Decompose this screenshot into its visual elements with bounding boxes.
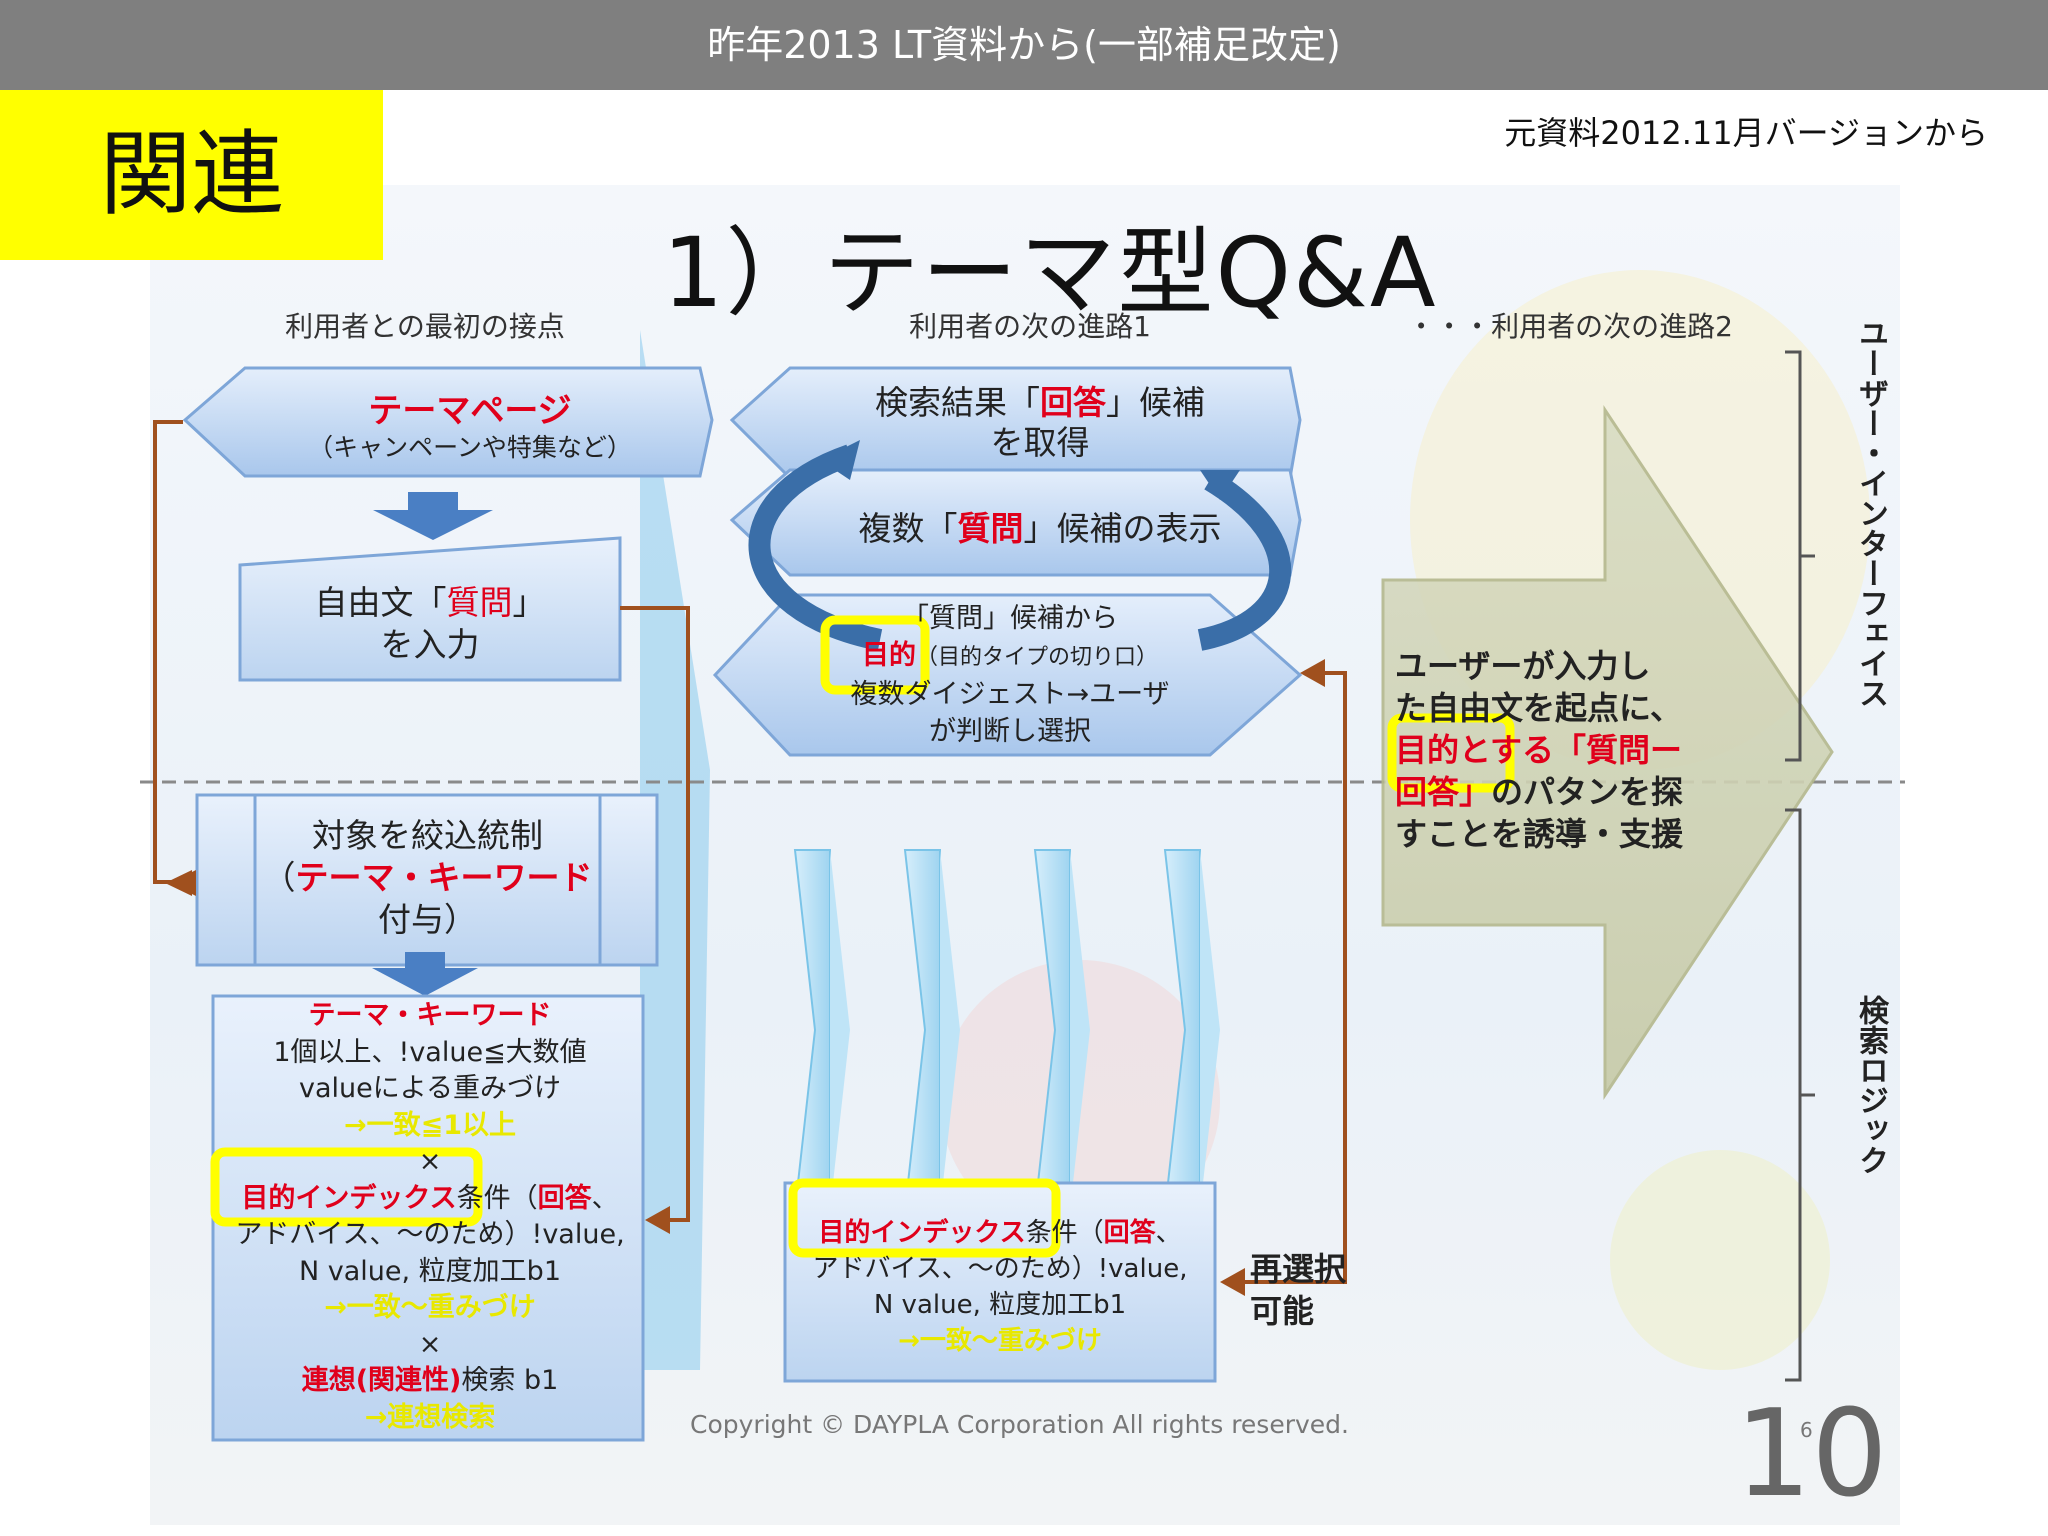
flow-arrowhead [1220, 1268, 1245, 1296]
center-band [640, 330, 710, 1370]
header-bar [0, 0, 2048, 90]
down-arrow [372, 952, 478, 996]
big-arrow-shape [1381, 405, 1834, 1100]
flow-arrow-left [153, 420, 190, 884]
slide-page-small: 6 [1800, 1418, 1813, 1442]
tag-label: 関連 [99, 121, 284, 228]
theme-page-shape [182, 366, 714, 478]
free-text-label: 自由文「質問」 を入力 [314, 583, 546, 664]
highlight-box [820, 615, 930, 695]
narrow-shape [195, 793, 659, 967]
slide-title: 1）テーマ型Q&A [662, 217, 1438, 329]
digest-label: 「質問」候補から 目的（目的タイプの切り口） 複数ダイジェスト→ユーザ が判断し… [850, 603, 1170, 747]
side-label-ui: ユーザー・インターフェイス [1853, 318, 1888, 708]
flow-arrowhead [170, 870, 196, 896]
highlight-box [210, 1147, 483, 1227]
source-note: 元資料2012.11月バージョンから [1504, 114, 1988, 152]
theme-page-sub: （キャンペーンや特集など） [308, 433, 632, 462]
flow-arrowhead [1300, 659, 1325, 687]
chevron-tip [1200, 850, 1220, 1210]
col-head-1: 利用者との最初の接点 [285, 310, 565, 343]
down-arrow [373, 492, 493, 540]
copyright: Copyright © DAYPLA Corporation All right… [690, 1410, 1349, 1439]
big-arrow-text: ユーザーが入力し た自由文を起点に、 目的とする「質問ー 回答」のパタンを探 す… [1395, 647, 1684, 853]
multi-question-shape [729, 468, 1302, 577]
criteria-box2-text: 目的インデックス条件（回答、 アドバイス、～のため）!value, N valu… [812, 1218, 1188, 1356]
flow-arrowhead [645, 1206, 670, 1234]
chevron [903, 849, 941, 1211]
col-head-2: 利用者の次の進路1 [909, 310, 1151, 343]
multi-question-label: 複数「質問」候補の表示 [858, 509, 1222, 548]
side-label-logic: 検索ロジック [1853, 995, 1888, 1175]
narrow-label: 対象を絞込統制 （テーマ・キーワード 付与） [262, 816, 593, 939]
highlight-box [1387, 713, 1515, 793]
chevron-tip [1070, 850, 1090, 1210]
reselect-label: 再選択 可能 [1250, 1250, 1347, 1330]
highlight-box [788, 1178, 1061, 1258]
page-number: 10 [1735, 1385, 1888, 1524]
chevron-tip [830, 850, 850, 1210]
bg-balloon [1610, 1150, 1830, 1370]
flow-arrow-right [1233, 671, 1347, 1284]
free-text-shape [238, 536, 622, 682]
tag-box [0, 90, 383, 260]
chevron-tip [940, 850, 960, 1210]
theme-page-title: テーマページ [368, 391, 572, 431]
criteria-box-text: テーマ・キーワード 1個以上、!value≦大数値 valueによる重みづけ →… [235, 1000, 625, 1433]
col-head-3: ・・・利用者の次の進路2 [1407, 310, 1733, 343]
search-result-label: 検索結果「回答」候補 を取得 [875, 383, 1205, 462]
flow-arrow-freetext [620, 606, 690, 1222]
chevron [793, 849, 831, 1211]
header-title: 昨年2013 LT資料から(一部補足改定) [707, 23, 1341, 67]
cycle-arrow-right [1197, 470, 1291, 651]
